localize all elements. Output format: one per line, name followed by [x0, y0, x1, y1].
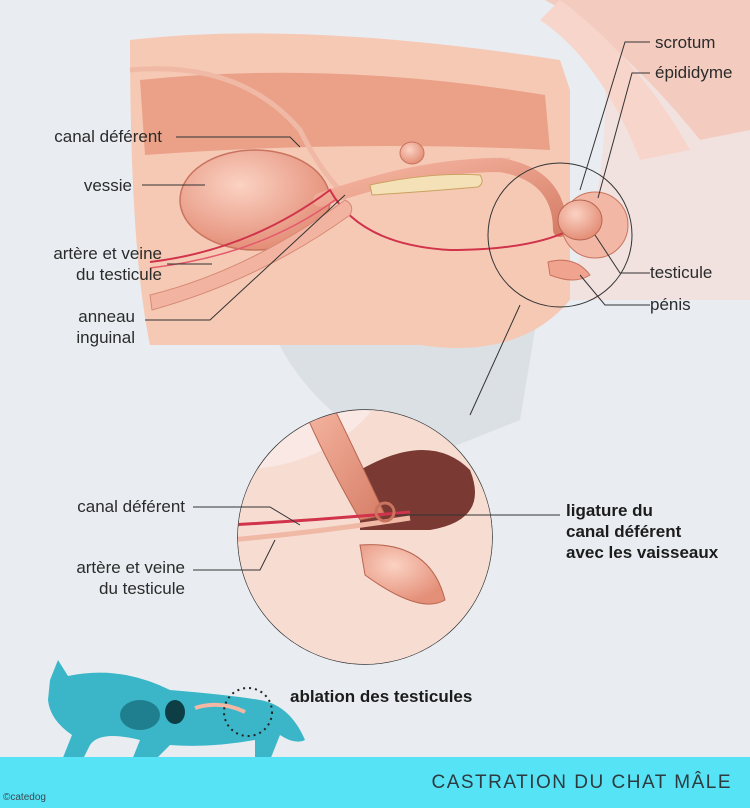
leader-lines-top: [142, 41, 650, 321]
inguinal-canal: [149, 199, 353, 311]
penis: [547, 259, 591, 281]
prostate: [399, 141, 425, 165]
magnifier-circle-top: [487, 162, 633, 308]
footer-caption: CASTRATION DU CHAT MÂLE: [431, 772, 732, 793]
zoom-skin: [238, 410, 492, 664]
zoom-vessel-1: [238, 510, 411, 527]
vessels: [149, 188, 571, 263]
label-testicule: testicule: [650, 263, 713, 282]
ligature-knot: [374, 501, 396, 523]
label-artere-veine-1: artère et veine: [53, 244, 162, 263]
gland: [369, 173, 483, 196]
footer-credit: ©catedog: [3, 792, 46, 803]
muscle-band: [140, 72, 550, 155]
testicle: [557, 199, 603, 241]
urethra: [313, 157, 567, 237]
zoom-cavity: [360, 450, 475, 530]
label-vessie: vessie: [83, 176, 132, 195]
leader-lines-zoom: [193, 506, 560, 571]
ablation-label: ablation des testicules: [290, 687, 473, 706]
tail: [545, 0, 750, 140]
footer-bar: [0, 757, 750, 808]
label-artere-veine-2: du testicule: [76, 265, 162, 284]
zoom-label-ligature-2: canal déférent: [566, 522, 682, 541]
cat-silhouette: [48, 660, 305, 765]
zoom-penis: [359, 544, 446, 605]
zoom-label-artere-veine-2: du testicule: [99, 579, 185, 598]
zoom-label-canal-deferent: canal déférent: [77, 497, 185, 516]
label-scrotum: scrotum: [655, 33, 716, 52]
tail-inner: [540, 0, 690, 160]
label-anneau-1: anneau: [78, 307, 135, 326]
label-anneau-2: inguinal: [76, 328, 135, 347]
label-epididyme: épididyme: [655, 63, 733, 82]
label-penis: pénis: [650, 295, 691, 314]
zoom-label-ligature-3: avec les vaisseaux: [566, 543, 719, 562]
zoom-connector: [469, 304, 521, 416]
zoom-label-artere-veine-1: artère et veine: [76, 558, 185, 577]
label-canal-deferent: canal déférent: [54, 127, 162, 146]
zoom-label-ligature-1: ligature du: [566, 501, 653, 520]
